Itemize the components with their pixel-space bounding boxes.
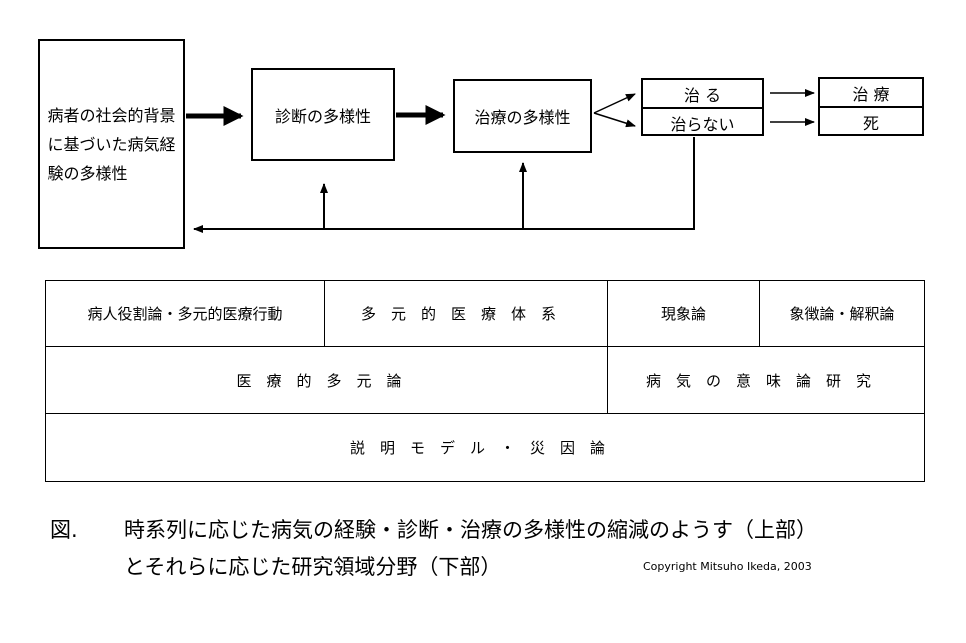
feedback-line: [193, 137, 695, 233]
table-row: 病人役割論・多元的医療行動 多元的医療体系 現象論 象徴論・解釈論: [45, 280, 925, 347]
table-row: 医療的多元論 病気の意味論研究: [45, 346, 925, 414]
treatment-label: 治療の多様性: [474, 108, 571, 127]
result-death: 死: [820, 106, 922, 135]
caption-label: 図.: [50, 518, 78, 542]
arrow-treatment-to-not-cured: [593, 112, 636, 128]
table-cell-symbolic-interpretive: 象徴論・解釈論: [759, 280, 925, 347]
table-cell-phenomenology: 現象論: [607, 280, 760, 347]
diagnosis-label: 診断の多様性: [274, 106, 371, 126]
diagnosis-box: 診断の多様性: [251, 68, 395, 161]
outcome-box: 治 る 治らない: [641, 78, 764, 136]
outcome-cured: 治 る: [683, 85, 722, 105]
arrow-treatment-to-cured: [593, 93, 636, 114]
research-fields-table: 病人役割論・多元的医療行動 多元的医療体系 現象論 象徴論・解釈論 医療的多元論…: [45, 280, 925, 482]
copyright-notice: Copyright Mitsuho Ikeda, 2003: [643, 560, 812, 573]
illness-experience-label: 病者の社会的背景に基づいた病気経験の多様性: [47, 105, 176, 183]
caption-line-2: とそれらに応じた研究領域分野（下部）: [124, 555, 502, 579]
table-cell-medical-pluralism: 医療的多元論: [45, 346, 608, 414]
treatment-box: 治療の多様性: [453, 79, 592, 153]
result-treatment: 治 療: [852, 84, 890, 104]
table-cell-sick-role: 病人役割論・多元的医療行動: [45, 280, 325, 347]
result-box: 治 療 死: [818, 77, 924, 136]
table-row: 説明モデル・災因論: [45, 413, 925, 482]
table-cell-explanatory-model: 説明モデル・災因論: [45, 413, 925, 482]
caption-line-1: 時系列に応じた病気の経験・診断・治療の多様性の縮減のようす（上部）: [124, 518, 817, 542]
table-cell-illness-semantics: 病気の意味論研究: [607, 346, 925, 414]
outcome-not-cured: 治らない: [643, 107, 762, 136]
illness-experience-box: 病者の社会的背景に基づいた病気経験の多様性: [38, 39, 185, 249]
table-cell-plural-systems: 多元的医療体系: [324, 280, 608, 347]
